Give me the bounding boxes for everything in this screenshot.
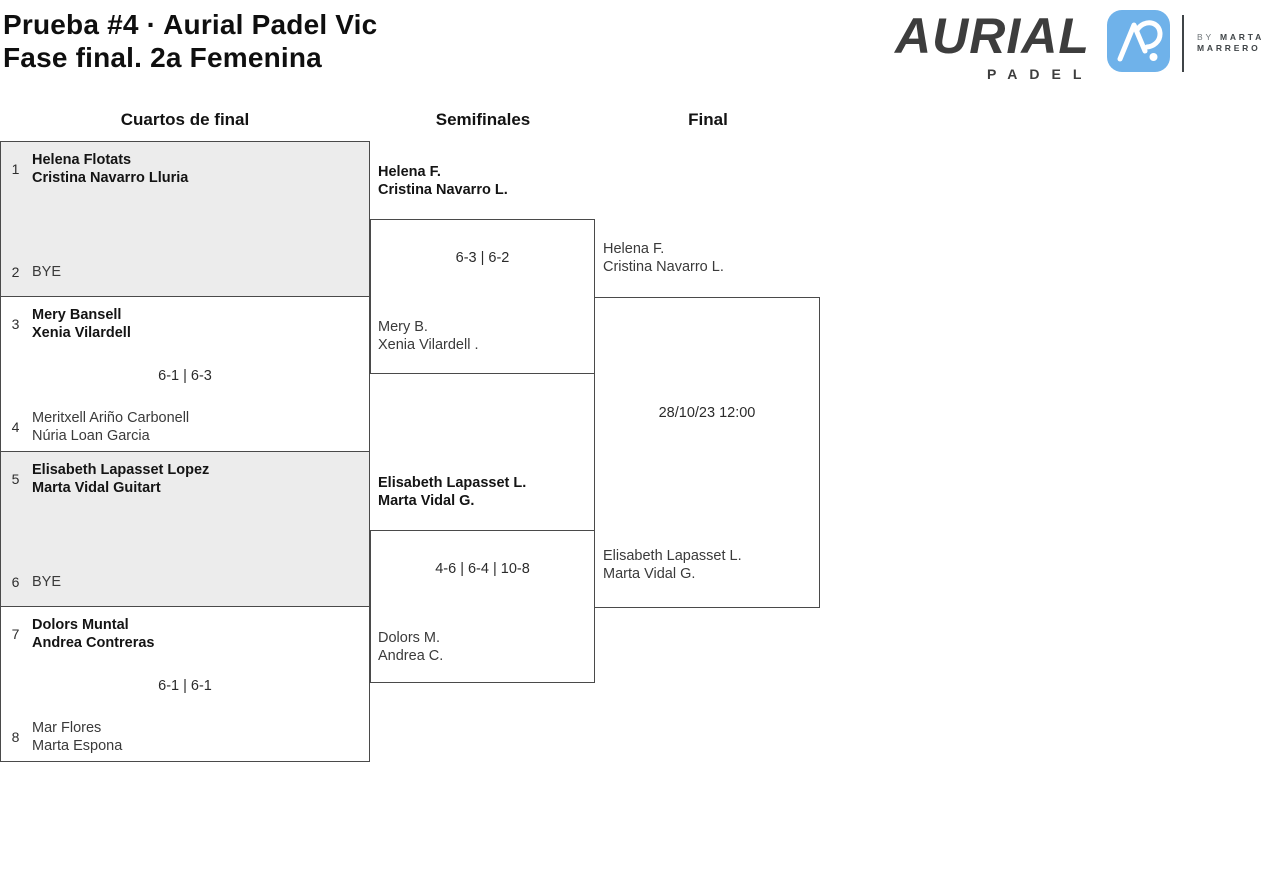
player-name: Dolors M. [378, 630, 441, 646]
seed-number: 2 [11, 264, 20, 280]
seed-number: 5 [11, 471, 20, 487]
seed-number: 7 [11, 626, 20, 642]
player-name: Mery Bansell [32, 307, 122, 323]
player-name: Mar Flores [32, 720, 102, 736]
team-entry: 6 BYE [9, 564, 361, 600]
logo-divider [1182, 15, 1184, 72]
player-name: Marta Vidal G. [603, 566, 696, 582]
player-name: BYE [32, 264, 62, 280]
logo-byline: BY MARTA MARRERO [1197, 32, 1264, 54]
match-score: 6-1 | 6-1 [158, 678, 212, 694]
player-name: Elisabeth Lapasset L. [603, 548, 742, 564]
byline-name-1: MARTA [1219, 32, 1265, 42]
player-name: Cristina Navarro L. [603, 259, 724, 275]
sf-match-2[interactable]: Elisabeth Lapasset L. Marta Vidal G. 4-6… [370, 475, 595, 683]
page-title-line1: Prueba #4 · Aurial Padel Vic [3, 9, 378, 40]
player-name: BYE [32, 574, 62, 590]
aurial-monogram-icon [1107, 10, 1170, 72]
sf-match-1[interactable]: Helena F. Cristina Navarro L. 6-3 | 6-2 … [370, 164, 595, 374]
player-name: Cristina Navarro Lluria [32, 170, 189, 186]
player-name: Andrea Contreras [32, 635, 155, 651]
match-schedule: 28/10/23 12:00 [658, 405, 756, 421]
match-score: 6-1 | 6-3 [158, 368, 212, 384]
player-name: Helena F. [603, 241, 665, 257]
player-name: Meritxell Ariño Carbonell [32, 410, 190, 426]
player-name: Marta Vidal G. [378, 493, 475, 509]
round-header-cuartos: Cuartos de final [120, 110, 250, 129]
player-name: Xenia Vilardell [32, 325, 131, 341]
aurial-logo: AURIAL PADEL BY MARTA MARRERO [895, 8, 1280, 82]
seed-number: 8 [11, 729, 20, 745]
player-name: Dolors Muntal [32, 617, 129, 633]
seed-number: 4 [11, 419, 20, 435]
player-name: Helena F. [378, 164, 441, 180]
team-entry: Helena F. Cristina Navarro L. [603, 240, 724, 276]
page-title-line2: Fase final. 2a Femenina [3, 42, 322, 73]
player-name: Marta Espona [32, 738, 123, 754]
match-score: 6-3 | 6-2 [455, 250, 510, 266]
round-header-final: Final [688, 110, 728, 129]
player-name: Elisabeth Lapasset Lopez [32, 462, 210, 478]
final-match[interactable]: Helena F. Cristina Navarro L. 28/10/23 1… [594, 241, 820, 608]
byline-by: BY [1197, 32, 1214, 42]
team-entry: Elisabeth Lapasset L. Marta Vidal G. [378, 474, 526, 510]
team-entry: 2 BYE [9, 254, 361, 290]
logo-sub-text: PADEL [987, 66, 1094, 82]
seed-number: 1 [11, 161, 20, 177]
seed-number: 3 [11, 316, 20, 332]
player-name: Marta Vidal Guitart [32, 480, 161, 496]
team-entry: Dolors M. Andrea C. [378, 629, 443, 665]
player-name: Andrea C. [378, 648, 444, 664]
round-header-semifinales: Semifinales [435, 110, 531, 129]
byline-name-2: MARRERO [1197, 43, 1261, 53]
logo-brand-text: AURIAL [895, 8, 1090, 64]
player-name: Mery B. [378, 319, 428, 335]
team-entry: Elisabeth Lapasset L. Marta Vidal G. [603, 547, 742, 583]
team-entry: Mery B. Xenia Vilardell . [378, 318, 479, 354]
player-name: Núria Loan Garcia [32, 428, 150, 444]
match-score: 4-6 | 6-4 | 10-8 [435, 561, 530, 577]
page-title: Prueba #4 · Aurial Padel Vic Fase final.… [3, 8, 377, 74]
player-name: Xenia Vilardell . [378, 337, 479, 353]
player-name: Cristina Navarro L. [378, 182, 508, 198]
seed-number: 6 [11, 574, 20, 590]
player-name: Elisabeth Lapasset L. [378, 475, 527, 491]
player-name: Helena Flotats [32, 152, 132, 168]
team-entry: Helena F. Cristina Navarro L. [378, 163, 508, 199]
